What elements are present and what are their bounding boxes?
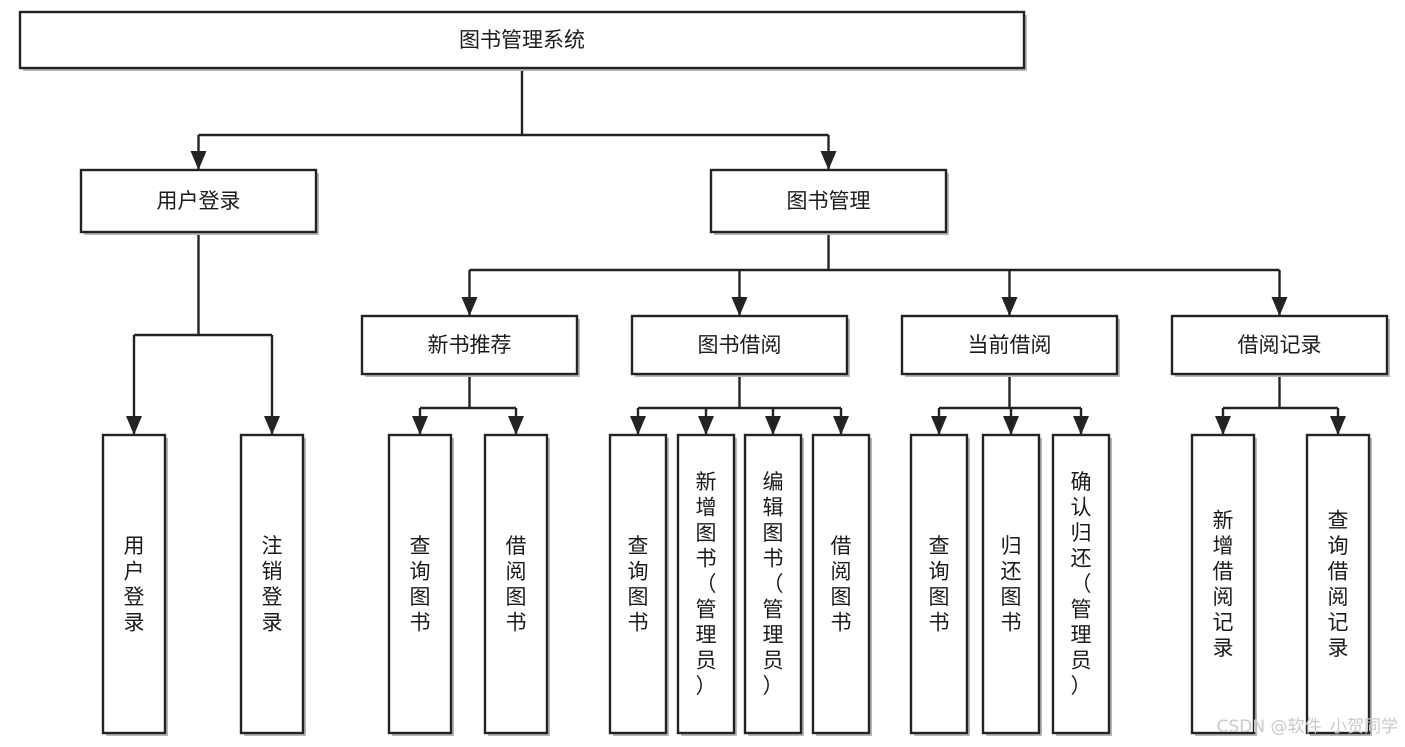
connector-arrowhead [264, 416, 280, 435]
node-label: 编辑图书（管理员） [763, 470, 784, 698]
node-leaf[interactable]: 确认归还（管理员） [1051, 433, 1112, 736]
connector-arrowhead [630, 416, 646, 435]
node-leaf[interactable]: 借阅图书 [483, 433, 550, 736]
connector-arrowhead [1271, 297, 1288, 316]
connector-arrowhead [931, 416, 947, 435]
node-leaf[interactable]: 查询图书 [608, 433, 669, 736]
node-leaf[interactable]: 归还图书 [981, 433, 1042, 736]
node-label: 确认归还（管理员） [1071, 470, 1092, 698]
node-label: 新增图书（管理员） [696, 470, 717, 698]
connector-arrowhead [820, 151, 837, 170]
node-label: 查询图书 [410, 534, 431, 635]
node-layer: 图书管理系统用户登录用户登录注销登录图书管理新书推荐查询图书借阅图书图书借阅查询… [18, 10, 1390, 736]
watermark-layer: CSDN @软件_小贺同学 [1217, 717, 1398, 737]
connector-arrowhead [698, 416, 714, 435]
node-root[interactable]: 图书管理系统 [18, 10, 1027, 71]
node-label: 注销登录 [262, 534, 283, 635]
node-leaf[interactable]: 用户登录 [101, 433, 168, 736]
node-label: 用户登录 [157, 189, 241, 213]
connector-arrowhead [731, 297, 748, 316]
node-label: 新增借阅记录 [1213, 508, 1234, 660]
node-level3-1[interactable]: 新书推荐 [360, 314, 580, 377]
connector-arrowhead [190, 151, 207, 170]
connector-arrowhead [126, 416, 142, 435]
node-leaf[interactable]: 查询借阅记录 [1305, 433, 1372, 736]
node-leaf[interactable]: 新增借阅记录 [1190, 433, 1257, 736]
connector-arrowhead [1073, 416, 1089, 435]
node-leaf[interactable]: 借阅图书 [811, 433, 872, 736]
node-leaf[interactable]: 新增图书（管理员） [676, 433, 737, 736]
node-leaf[interactable]: 查询图书 [387, 433, 454, 736]
connector-arrowhead [1003, 416, 1019, 435]
connector-arrowhead [1001, 297, 1018, 316]
node-level3-4[interactable]: 借阅记录 [1170, 314, 1390, 377]
node-label: 当前借阅 [968, 333, 1052, 357]
node-leaf[interactable]: 查询图书 [909, 433, 970, 736]
node-label: 图书借阅 [698, 333, 782, 357]
node-label: 借阅记录 [1238, 333, 1322, 357]
node-label: 查询借阅记录 [1328, 508, 1349, 660]
node-label: 图书管理 [787, 189, 871, 213]
node-level2-1[interactable]: 用户登录 [79, 168, 319, 235]
connector-arrowhead [765, 416, 781, 435]
connector-arrowhead [508, 416, 524, 435]
node-level2-2[interactable]: 图书管理 [709, 168, 949, 235]
connector-arrowhead [1330, 416, 1346, 435]
node-level3-2[interactable]: 图书借阅 [630, 314, 850, 377]
node-label: 借阅图书 [506, 534, 527, 635]
csdn-watermark: CSDN @软件_小贺同学 [1217, 717, 1398, 737]
connector-arrowhead [461, 297, 478, 316]
node-label: 新书推荐 [428, 333, 512, 357]
connector-arrowhead [833, 416, 849, 435]
node-label: 查询图书 [929, 534, 950, 635]
connector-arrowhead [1215, 416, 1231, 435]
node-label: 图书管理系统 [459, 28, 585, 52]
node-label: 归还图书 [1001, 534, 1022, 635]
connector-layer [126, 68, 1346, 435]
node-label: 借阅图书 [831, 534, 852, 635]
connector-arrowhead [412, 416, 428, 435]
node-label: 查询图书 [628, 534, 649, 635]
node-label: 用户登录 [124, 534, 145, 635]
node-leaf[interactable]: 编辑图书（管理员） [743, 433, 804, 736]
node-level3-3[interactable]: 当前借阅 [900, 314, 1120, 377]
node-leaf[interactable]: 注销登录 [239, 433, 306, 736]
